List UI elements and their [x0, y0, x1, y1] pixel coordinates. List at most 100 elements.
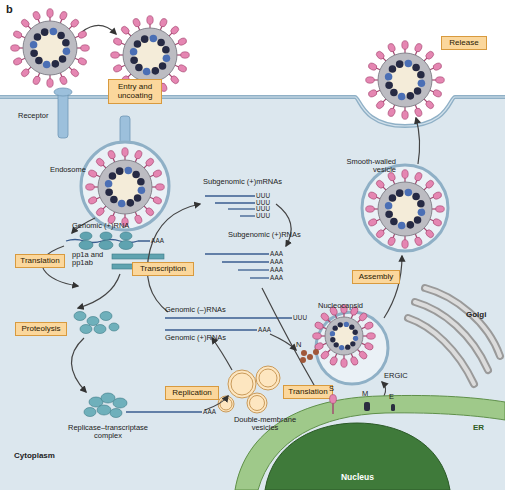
- nucleocapsid-unit: [30, 41, 38, 49]
- nucleocapsid-unit: [398, 93, 406, 101]
- spike-head: [156, 184, 165, 190]
- spike-head: [367, 333, 376, 339]
- genomic-minus-rna: [165, 317, 292, 318]
- virion: [313, 305, 376, 368]
- nucleocapsid-unit: [353, 336, 358, 341]
- spike-head: [341, 359, 347, 368]
- text-label: S: [329, 385, 334, 393]
- spike-head: [32, 75, 41, 85]
- node-text: Transcription: [140, 265, 186, 274]
- spike-head: [375, 228, 386, 239]
- virion-envelope: [378, 182, 432, 236]
- text-label: pp1a and pp1ab: [72, 251, 110, 268]
- spike-head: [436, 77, 445, 83]
- nucleocapsid-unit: [390, 218, 398, 226]
- nucleocapsid-unit: [105, 189, 113, 197]
- spike-head: [47, 79, 53, 88]
- nucleocapsid-unit: [141, 35, 149, 43]
- spike-head: [387, 107, 396, 117]
- smooth-walled-vesicle: [362, 165, 448, 251]
- spike-head: [367, 89, 377, 98]
- spike-head: [329, 356, 338, 366]
- n-protein: [313, 349, 319, 355]
- protein-blob: [74, 312, 86, 321]
- subgenomic-mrna: [215, 202, 255, 203]
- virion-core: [388, 192, 421, 225]
- nucleocapsid-unit: [152, 67, 160, 75]
- nucleocapsid-unit: [130, 48, 138, 56]
- spike-head: [134, 214, 143, 224]
- nucleocapsid-unit: [118, 200, 126, 208]
- nucleocapsid-unit: [62, 39, 70, 47]
- text-label: E: [389, 393, 394, 401]
- nucleocapsid-unit: [396, 60, 404, 68]
- spike-head: [86, 184, 95, 190]
- spike-head: [375, 50, 386, 61]
- nucleocapsid-unit: [405, 60, 413, 68]
- process-box: Assembly: [352, 270, 400, 284]
- virion-core: [388, 63, 421, 96]
- spike-head: [20, 67, 31, 78]
- golgi-cisterna: [425, 288, 500, 356]
- golgi-cisterna: [415, 302, 488, 370]
- nucleocapsid-unit: [109, 172, 117, 180]
- nucleocapsid-unit: [345, 345, 350, 350]
- spike-head: [77, 57, 87, 66]
- spike-head: [432, 89, 442, 98]
- nucleus-shape: Nucleus: [265, 420, 450, 490]
- nonstructural-proteins: [74, 312, 119, 334]
- polyprotein-bar: [112, 254, 164, 259]
- spike-head: [367, 191, 377, 200]
- spike-head: [358, 350, 369, 361]
- nucleocapsid-unit: [105, 180, 113, 188]
- text-label: Subgenomic (+)mRNAs: [203, 178, 282, 186]
- subgenomic-rna: [205, 253, 269, 254]
- dmv: [250, 396, 265, 411]
- ribosome: [120, 232, 132, 240]
- text-label: Replicase–transcriptase complex: [62, 424, 154, 441]
- spike-head: [424, 50, 435, 61]
- spike-head: [375, 99, 386, 110]
- text-label: AAA: [270, 250, 283, 257]
- spike-head: [20, 18, 31, 29]
- protein-blob: [97, 405, 111, 415]
- golgi-cisterna: [408, 318, 474, 384]
- spike-head: [132, 17, 141, 27]
- node-text: Nucleus: [265, 472, 450, 482]
- flow-arrow: [71, 338, 86, 392]
- n-protein: [301, 350, 307, 356]
- ribosome: [79, 241, 93, 250]
- nucleocapsid-unit: [389, 65, 397, 73]
- text-label: Nucleocapsid: [318, 302, 363, 310]
- text-label: AAA: [151, 237, 164, 244]
- text-label: b: [6, 3, 13, 15]
- nucleocapsid-unit: [30, 50, 38, 58]
- flow-arrow: [276, 204, 291, 246]
- nucleocapsid-unit: [334, 342, 339, 347]
- spike-head: [414, 42, 423, 52]
- spike-head: [32, 10, 41, 20]
- flow-arrow: [262, 288, 318, 392]
- spike-head: [314, 321, 324, 330]
- nucleocapsid-unit: [163, 55, 171, 63]
- ribosome: [119, 241, 133, 250]
- virion: [86, 148, 165, 227]
- virion: [11, 9, 90, 88]
- nucleocapsid-unit: [396, 189, 404, 197]
- nucleocapsid-unit: [110, 196, 118, 204]
- node-text: Entry and uncoating: [111, 83, 159, 101]
- spike-head: [314, 342, 324, 351]
- nucleocapsid-unit: [135, 64, 143, 72]
- text-label: Genomic (+)RNAs: [165, 334, 226, 342]
- ribosomes: [79, 232, 133, 250]
- dmv: [247, 393, 267, 413]
- protein-blob: [113, 398, 127, 408]
- er-band-path: [235, 395, 505, 490]
- n-protein: [307, 354, 313, 360]
- plasma-membrane: [0, 97, 505, 126]
- spike-head: [432, 191, 442, 200]
- spike-head: [47, 9, 53, 18]
- spike-head: [375, 179, 386, 190]
- er-band: ERNucleus: [230, 390, 505, 490]
